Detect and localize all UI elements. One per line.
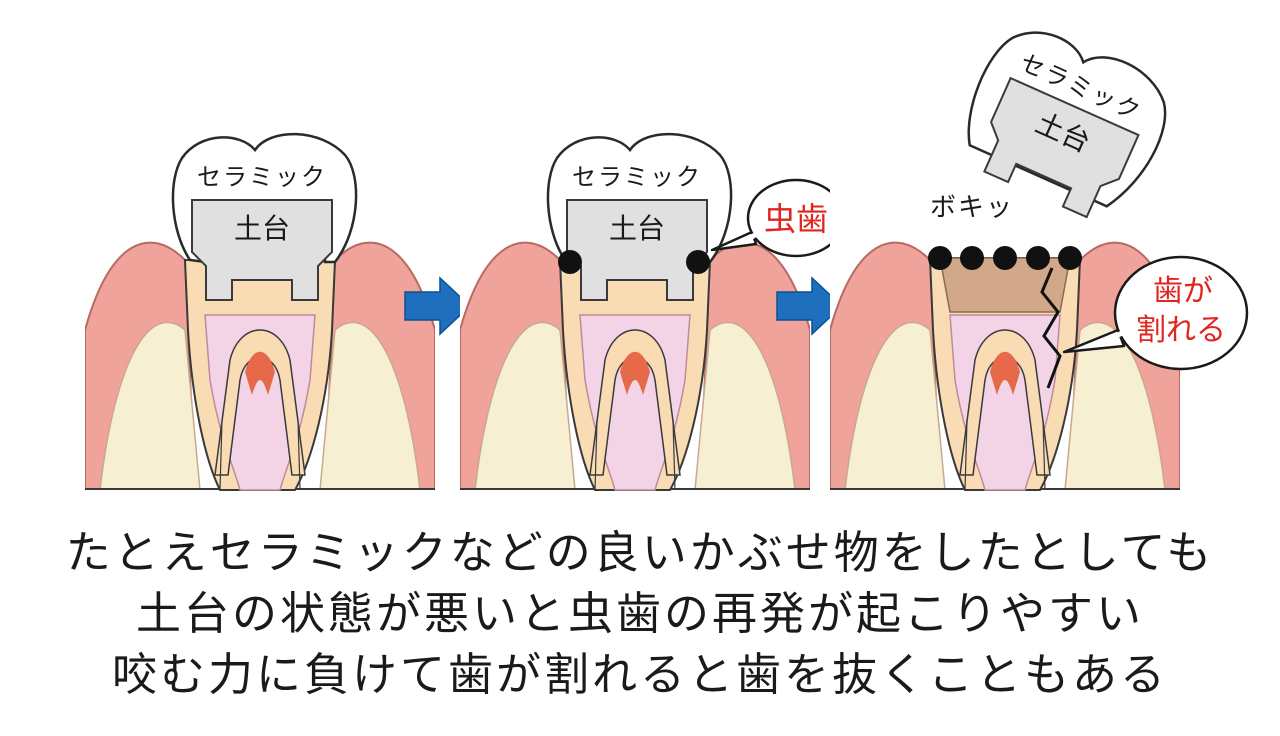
dental-diagram: セラミック 土台 セラミック: [85, 0, 1249, 491]
panel-3-callout: 歯が 割れる: [1062, 255, 1249, 371]
panel-2-core-label: 土台: [609, 212, 665, 245]
panel-3-callout-line-1: 歯が: [1153, 274, 1213, 309]
panel-3-detached-crown: セラミック 土台: [967, 31, 1167, 219]
panel-2-callout: 虫歯: [710, 178, 846, 258]
panel-1-core: 土台: [191, 199, 333, 301]
panel-3-callout-line-2: 割れる: [1136, 313, 1226, 348]
panel-3-tooth: [928, 257, 1082, 491]
panel-3-sound-effect: ボキッ: [930, 193, 1014, 223]
panel-2: セラミック 土台 虫歯: [460, 0, 846, 491]
panel-1: セラミック 土台: [85, 0, 435, 491]
caption-line-2: 土台の状態が悪いと虫歯の再発が起こりやすい: [135, 587, 1144, 640]
panel-2-decay-spots: [558, 250, 710, 274]
panel-2-tooth: [558, 259, 712, 491]
panel-3: ボキッ セラミック 土台 歯が 割れる: [830, 0, 1249, 491]
caption-line-1: たとえセラミックなどの良いかぶせ物をしたとしても: [65, 526, 1215, 579]
panel-1-tooth: [183, 259, 337, 491]
panel-1-crown-label: セラミック: [197, 163, 327, 191]
arrow-right-icon: [776, 276, 844, 336]
panel-2-crown-label: セラミック: [572, 163, 702, 191]
panel-2-core: 土台: [566, 199, 708, 301]
panel-2-callout-text: 虫歯: [764, 200, 828, 238]
arrow-right-icon: [404, 276, 472, 336]
panel-3-decay-spots: [928, 246, 1082, 270]
panel-1-core-label: 土台: [234, 212, 290, 245]
caption: たとえセラミックなどの良いかぶせ物をしたとしても 土台の状態が悪いと虫歯の再発が…: [0, 522, 1280, 705]
caption-line-3: 咬む力に負けて歯が割れると歯を抜くこともある: [111, 648, 1168, 701]
panel-3-crack: [1040, 267, 1062, 389]
